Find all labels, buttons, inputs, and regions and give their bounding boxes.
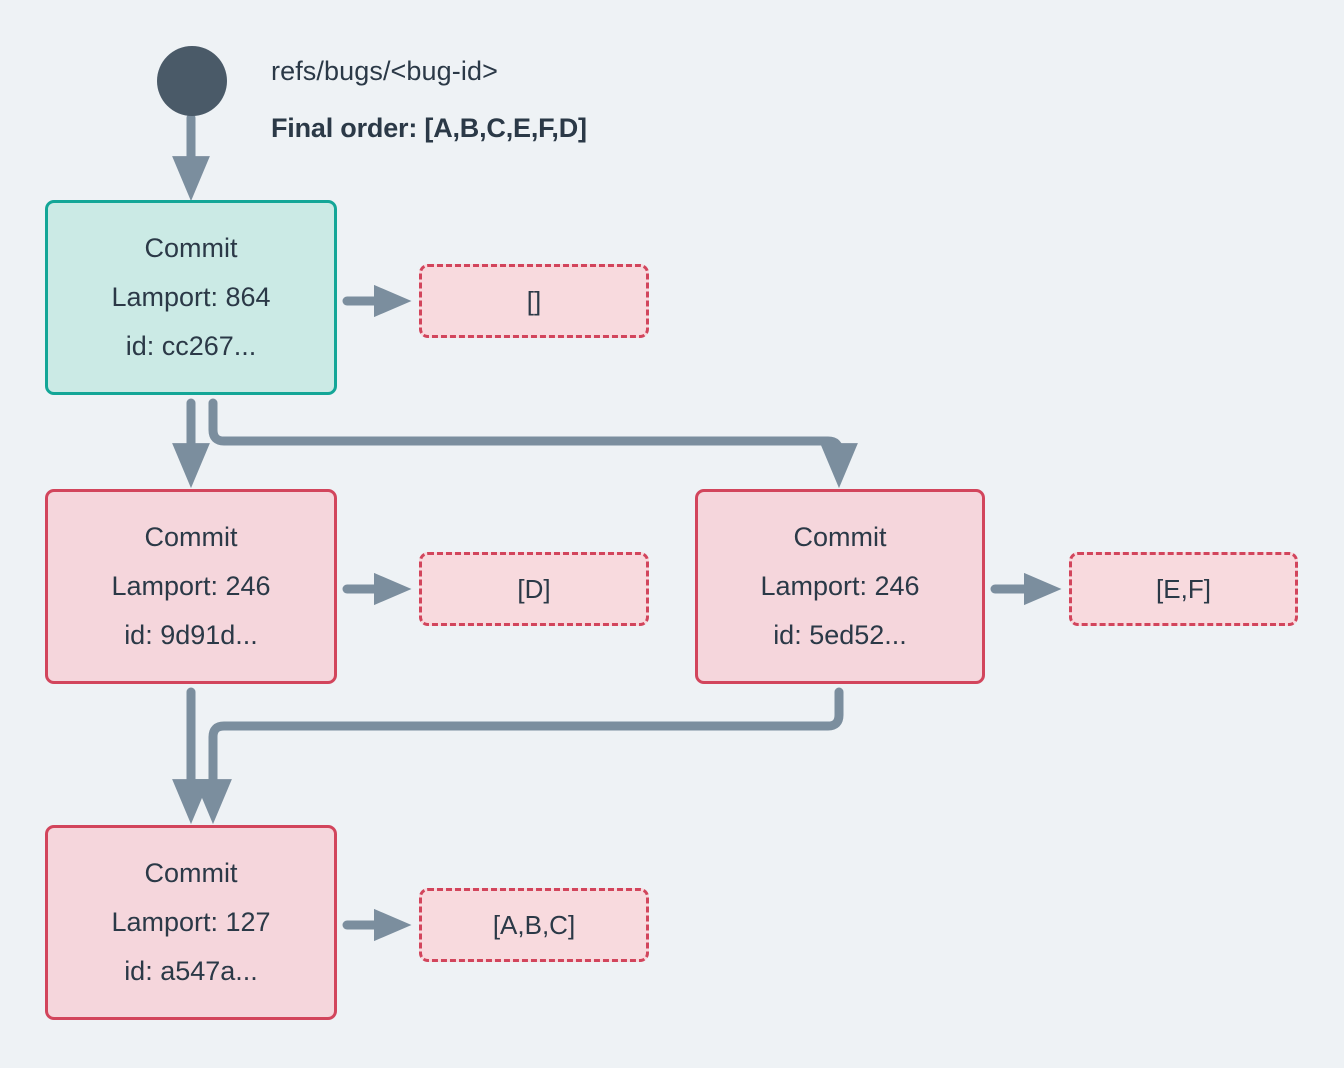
commit-title: Commit bbox=[144, 522, 238, 552]
oplist-box-left: [D] bbox=[419, 552, 649, 626]
commit-id: id: a547a... bbox=[124, 956, 258, 986]
edge-right-to-bottom bbox=[194, 687, 844, 825]
commit-id: id: 9d91d... bbox=[124, 620, 258, 650]
commit-node-left[interactable]: Commit Lamport: 246 id: 9d91d... bbox=[45, 489, 337, 684]
commit-lamport: Lamport: 246 bbox=[760, 571, 920, 601]
commit-lamport: Lamport: 246 bbox=[111, 571, 271, 601]
oplist-box-head: [] bbox=[419, 264, 649, 338]
commit-title: Commit bbox=[144, 233, 238, 263]
ref-root-dot bbox=[157, 46, 227, 116]
oplist-box-bottom: [A,B,C] bbox=[419, 888, 649, 962]
final-order-label: Final order: [A,B,C,E,F,D] bbox=[271, 113, 587, 143]
commit-id: id: cc267... bbox=[125, 331, 257, 361]
commit-node-right[interactable]: Commit Lamport: 246 id: 5ed52... bbox=[695, 489, 985, 684]
ref-name-label: refs/bugs/<bug-id> bbox=[271, 56, 498, 86]
commit-title: Commit bbox=[144, 858, 238, 888]
commit-lamport: Lamport: 127 bbox=[111, 907, 271, 937]
commit-node-head[interactable]: Commit Lamport: 864 id: cc267... bbox=[45, 200, 337, 395]
commit-lamport: Lamport: 864 bbox=[111, 282, 271, 312]
oplist-box-right: [E,F] bbox=[1069, 552, 1298, 626]
commit-id: id: 5ed52... bbox=[773, 620, 907, 650]
commit-title: Commit bbox=[793, 522, 887, 552]
edge-head-to-right bbox=[208, 398, 858, 489]
commit-node-bottom[interactable]: Commit Lamport: 127 id: a547a... bbox=[45, 825, 337, 1020]
